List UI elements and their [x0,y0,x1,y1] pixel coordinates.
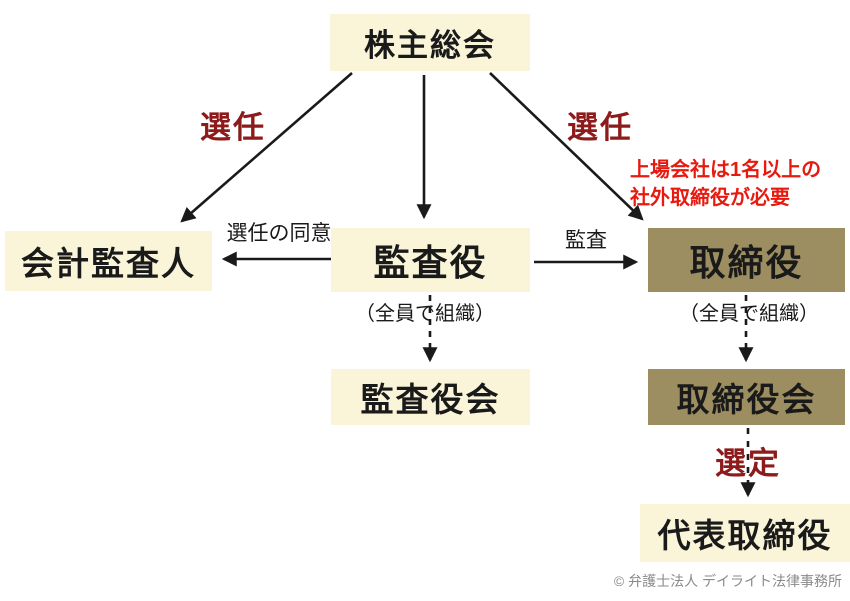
node-board-of-auditors-label: 監査役会 [360,381,501,418]
node-auditor-label: 監査役 [373,242,488,283]
node-shareholders-meeting: 株主総会 [330,14,530,71]
outside-director-note-line1: 上場会社は1名以上の [630,159,822,181]
node-director: 取締役 [648,228,845,292]
arrow-appoint-accounting-auditor [180,72,353,223]
node-representative-director: 代表取締役 [640,504,850,562]
node-accounting-auditor: 会計監査人 [5,231,212,291]
node-director-label: 取締役 [689,242,804,283]
copyright-notice: © 弁護士法人 デイライト法律事務所 [613,573,842,589]
edge-label-appoint-left: 選任 [200,110,266,145]
node-auditor: 監査役 [331,228,530,292]
node-board-of-auditors: 監査役会 [331,369,530,425]
organized-by-all-auditors-label: （全員で組織） [355,303,495,325]
organized-by-all-directors-label: （全員で組織） [679,303,819,325]
node-board-of-directors: 取締役会 [648,369,845,425]
node-accounting-auditor-label: 会計監査人 [21,245,196,282]
edge-label-appoint-right: 選任 [567,110,633,145]
outside-director-note: 上場会社は1名以上の 社外取締役が必要 [630,156,821,212]
edge-label-select: 選定 [715,446,781,481]
node-shareholders-meeting-label: 株主総会 [364,28,496,63]
outside-director-note-line2: 社外取締役が必要 [630,187,790,209]
node-board-of-directors-label: 取締役会 [676,381,817,418]
edge-label-audit: 監査 [565,229,607,252]
node-representative-director-label: 代表取締役 [657,517,833,554]
edge-label-appointment-consent: 選任の同意 [226,222,332,245]
